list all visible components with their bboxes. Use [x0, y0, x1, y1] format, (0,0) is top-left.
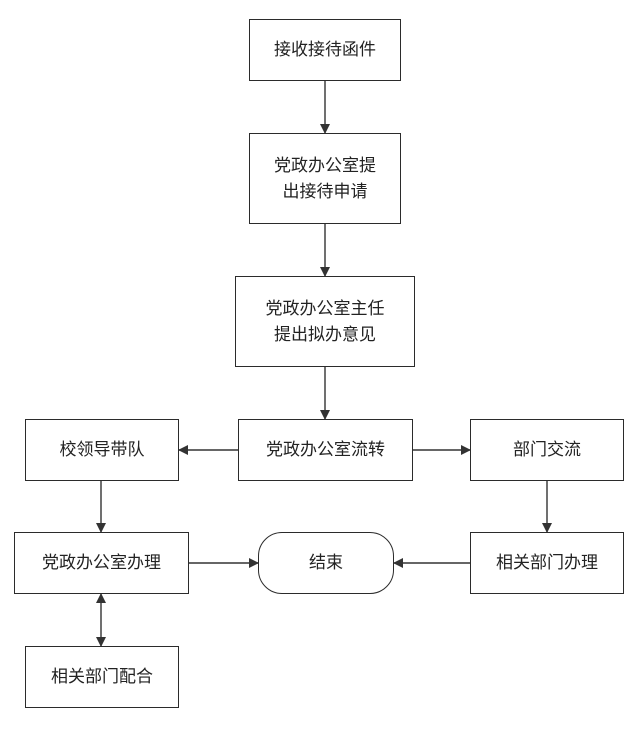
node-office-request: 党政办公室提 出接待申请	[249, 133, 401, 224]
node-office-handle-label: 党政办公室办理	[42, 553, 161, 573]
node-director-opinion: 党政办公室主任 提出拟办意见	[235, 276, 415, 367]
node-dept-handle: 相关部门办理	[470, 532, 624, 594]
node-dept-handle-label: 相关部门办理	[496, 553, 598, 573]
node-director-opinion-label: 党政办公室主任 提出拟办意见	[265, 298, 385, 345]
node-school-leader: 校领导带队	[25, 419, 179, 481]
node-dept-cooperate-label: 相关部门配合	[51, 667, 153, 687]
node-office-handle: 党政办公室办理	[14, 532, 189, 594]
node-end: 结束	[258, 532, 394, 594]
node-office-forward-label: 党政办公室流转	[266, 440, 385, 460]
node-dept-exchange: 部门交流	[470, 419, 624, 481]
node-receive-letter: 接收接待函件	[249, 19, 401, 81]
node-office-forward: 党政办公室流转	[238, 419, 413, 481]
node-dept-exchange-label: 部门交流	[513, 440, 581, 460]
node-end-label: 结束	[309, 553, 343, 573]
node-office-request-label: 党政办公室提 出接待申请	[274, 155, 376, 202]
node-dept-cooperate: 相关部门配合	[25, 646, 179, 708]
node-school-leader-label: 校领导带队	[59, 440, 145, 460]
node-receive-letter-label: 接收接待函件	[274, 40, 376, 60]
